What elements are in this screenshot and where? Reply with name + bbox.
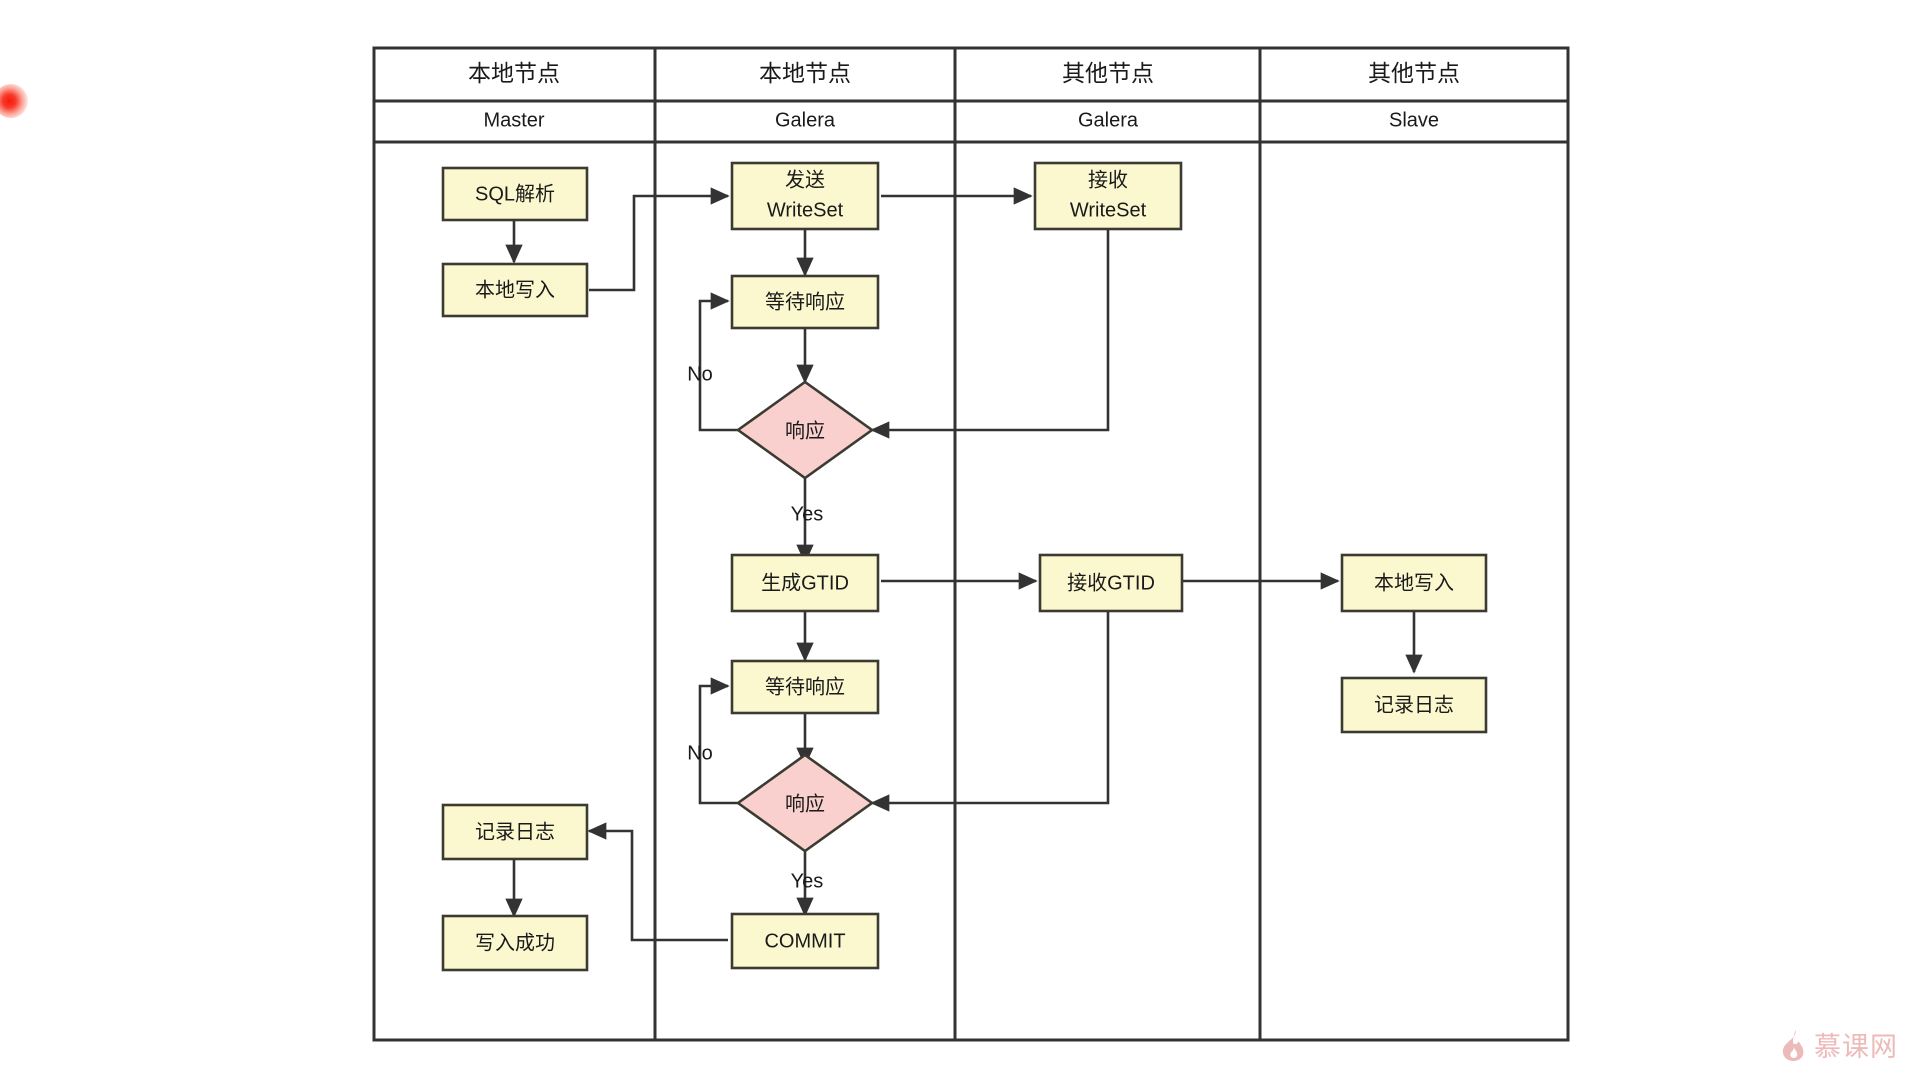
edge-label-no-2: No <box>687 742 713 764</box>
node-wait-response-2[interactable]: 等待响应 <box>730 659 880 715</box>
node-decision-response-1[interactable]: 响应 <box>735 380 875 480</box>
lane-subtitle: Slave <box>1389 109 1439 131</box>
lane-title: 本地节点 <box>759 60 851 86</box>
node-label: 本地写入 <box>475 278 555 301</box>
edge-commit-to-log-master <box>587 822 728 942</box>
node-recv-gtid[interactable]: 接收GTID <box>1038 553 1184 613</box>
edge-localwrite-to-sendwriteset <box>589 187 730 292</box>
node-log-slave[interactable]: 记录日志 <box>1340 676 1488 734</box>
lane-header-galera-local: 本地节点 Galera <box>759 60 851 131</box>
node-label: COMMIT <box>764 930 845 952</box>
lane-header-master: 本地节点 Master <box>468 60 560 131</box>
node-local-write-slave[interactable]: 本地写入 <box>1340 553 1488 613</box>
node-gen-gtid[interactable]: 生成GTID <box>730 553 880 613</box>
watermark: 慕课网 <box>1778 1025 1898 1064</box>
cursor-click-marker <box>0 84 28 118</box>
node-label: 本地写入 <box>1374 571 1454 594</box>
node-decision-response-2[interactable]: 响应 <box>735 753 875 853</box>
lane-title: 其他节点 <box>1368 60 1460 86</box>
node-label-line2: WriteSet <box>1070 199 1147 221</box>
node-label: 响应 <box>785 792 825 815</box>
lane-title: 本地节点 <box>468 60 560 86</box>
edge-decision2-no-to-wait2 <box>698 677 738 805</box>
node-local-write-master[interactable]: 本地写入 <box>441 262 589 318</box>
lane-subtitle: Galera <box>775 109 836 131</box>
node-label: 等待响应 <box>765 675 845 698</box>
node-recv-writeset[interactable]: 接收 WriteSet <box>1033 161 1183 231</box>
node-label-line2: WriteSet <box>767 199 844 221</box>
lane-subtitle: Galera <box>1078 109 1139 131</box>
node-label: 等待响应 <box>765 290 845 313</box>
node-label: 记录日志 <box>475 820 555 843</box>
edge-recvwriteset-to-decision1 <box>870 228 1110 439</box>
edge-recvgtid-to-decision2 <box>870 611 1110 812</box>
node-label: 生成GTID <box>761 571 849 594</box>
node-label-line1: 发送 <box>785 168 825 191</box>
node-label: 写入成功 <box>475 931 555 954</box>
edge-label-yes-1: Yes <box>791 503 824 525</box>
lane-header-slave: 其他节点 Slave <box>1368 60 1460 131</box>
node-commit[interactable]: COMMIT <box>730 912 880 970</box>
node-write-success[interactable]: 写入成功 <box>441 914 589 972</box>
edge-decision1-no-to-wait1 <box>698 292 738 432</box>
node-wait-response-1[interactable]: 等待响应 <box>730 274 880 330</box>
watermark-text: 慕课网 <box>1814 1032 1898 1062</box>
node-log-master[interactable]: 记录日志 <box>441 803 589 861</box>
node-label: 接收GTID <box>1067 571 1155 594</box>
edge-label-no-1: No <box>687 363 713 385</box>
lane-title: 其他节点 <box>1062 60 1154 86</box>
node-label: 响应 <box>785 419 825 442</box>
lane-subtitle: Master <box>483 109 544 131</box>
lane-header-galera-other: 其他节点 Galera <box>1062 60 1154 131</box>
node-label: 记录日志 <box>1374 693 1454 716</box>
swimlane-frame <box>372 46 1570 1042</box>
flame-icon <box>1782 1029 1804 1061</box>
node-label: SQL解析 <box>475 182 555 205</box>
edge-label-yes-2: Yes <box>791 870 824 892</box>
node-label-line1: 接收 <box>1088 168 1128 191</box>
node-sql-parse[interactable]: SQL解析 <box>441 166 589 222</box>
node-send-writeset[interactable]: 发送 WriteSet <box>730 161 880 231</box>
edges <box>505 187 1423 942</box>
edge-labels: No Yes No Yes <box>687 363 823 892</box>
